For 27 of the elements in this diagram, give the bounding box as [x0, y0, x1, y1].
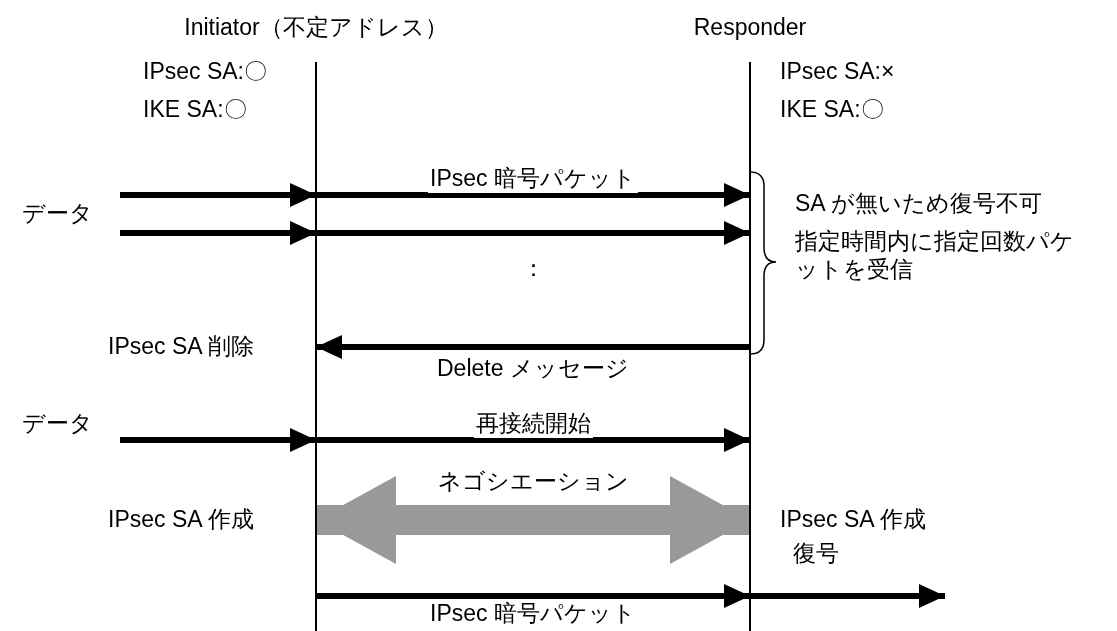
note-text: SA が無いため復号不可 [795, 190, 1042, 218]
note-text: IPsec SA 作成 [108, 506, 254, 534]
note-text: IPsec SA 削除 [108, 333, 254, 361]
arrow [750, 584, 945, 608]
note-text: データ [22, 410, 93, 438]
note-text: データ [22, 200, 93, 228]
note-text: 指定時間内に指定回数パケットを受信 [795, 228, 1075, 284]
note-text: 復号 [793, 540, 839, 568]
arrow [120, 183, 316, 207]
arrow [316, 335, 750, 359]
note-text: IKE SA:〇 [780, 96, 884, 124]
note-text: IKE SA:〇 [143, 96, 247, 124]
arrow [316, 428, 750, 452]
lifeline-heading: Responder [692, 14, 808, 42]
edge-label: 再接続開始 [473, 410, 593, 438]
arrow [316, 584, 750, 608]
note-text: IPsec SA:〇 [143, 58, 267, 86]
double-arrow [316, 476, 750, 564]
note-text: IPsec SA 作成 [780, 506, 926, 534]
arrow [316, 221, 750, 245]
lifeline-heading: Initiator（不定アドレス） [183, 14, 449, 42]
arrow [120, 221, 316, 245]
note-text: IPsec SA:× [780, 58, 895, 86]
arrow [316, 183, 750, 207]
arrow [120, 428, 316, 452]
edge-label: IPsec 暗号パケット [428, 165, 638, 193]
note-text: ： [522, 255, 545, 283]
